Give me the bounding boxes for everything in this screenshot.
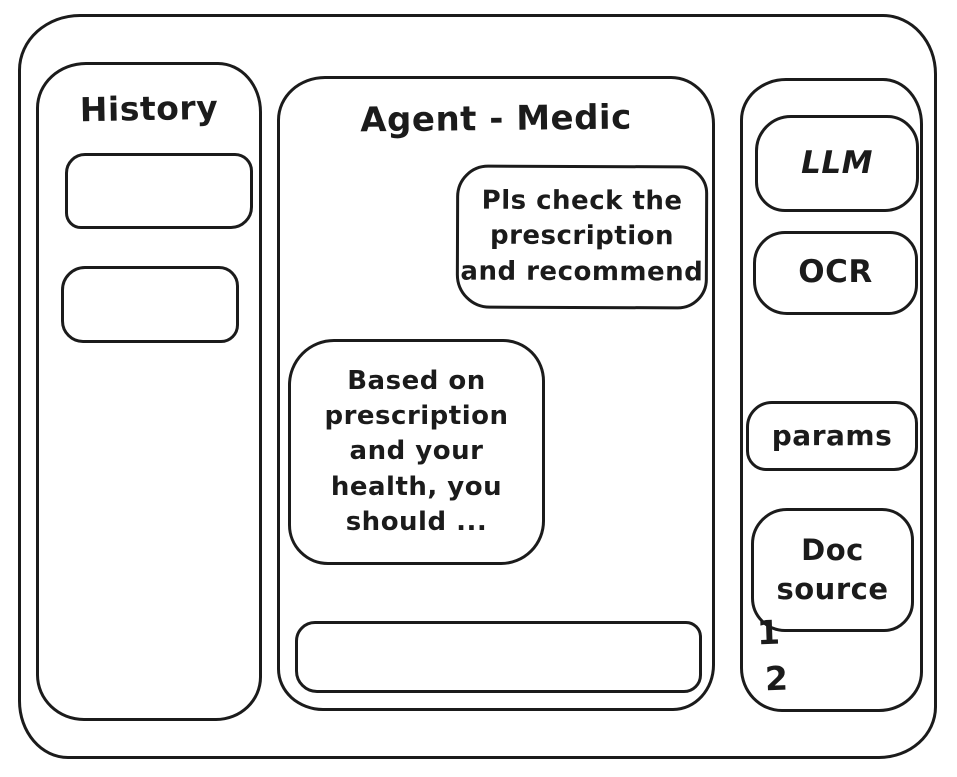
doc-source-button[interactable]: Doc source: [751, 508, 914, 632]
message-input[interactable]: [295, 621, 702, 693]
chat-title: Agent - Medic: [360, 97, 632, 141]
ocr-button[interactable]: OCR: [753, 231, 918, 315]
user-message-bubble: Pls check the prescription and recommend: [455, 164, 709, 310]
assistant-message-bubble: Based on prescription and your health, y…: [288, 339, 545, 565]
history-item[interactable]: [65, 153, 253, 229]
doc-source-item-1[interactable]: 1: [756, 612, 782, 653]
params-button[interactable]: params: [746, 401, 918, 471]
history-panel: History: [36, 62, 262, 721]
doc-source-item-2[interactable]: 2: [764, 658, 790, 699]
chat-panel: Agent - Medic Pls check the prescription…: [277, 76, 715, 711]
history-title: History: [79, 87, 219, 130]
llm-button[interactable]: LLM: [755, 115, 919, 212]
tools-panel: LLM OCR params Doc source 1 2: [740, 78, 923, 712]
history-item[interactable]: [61, 266, 239, 343]
